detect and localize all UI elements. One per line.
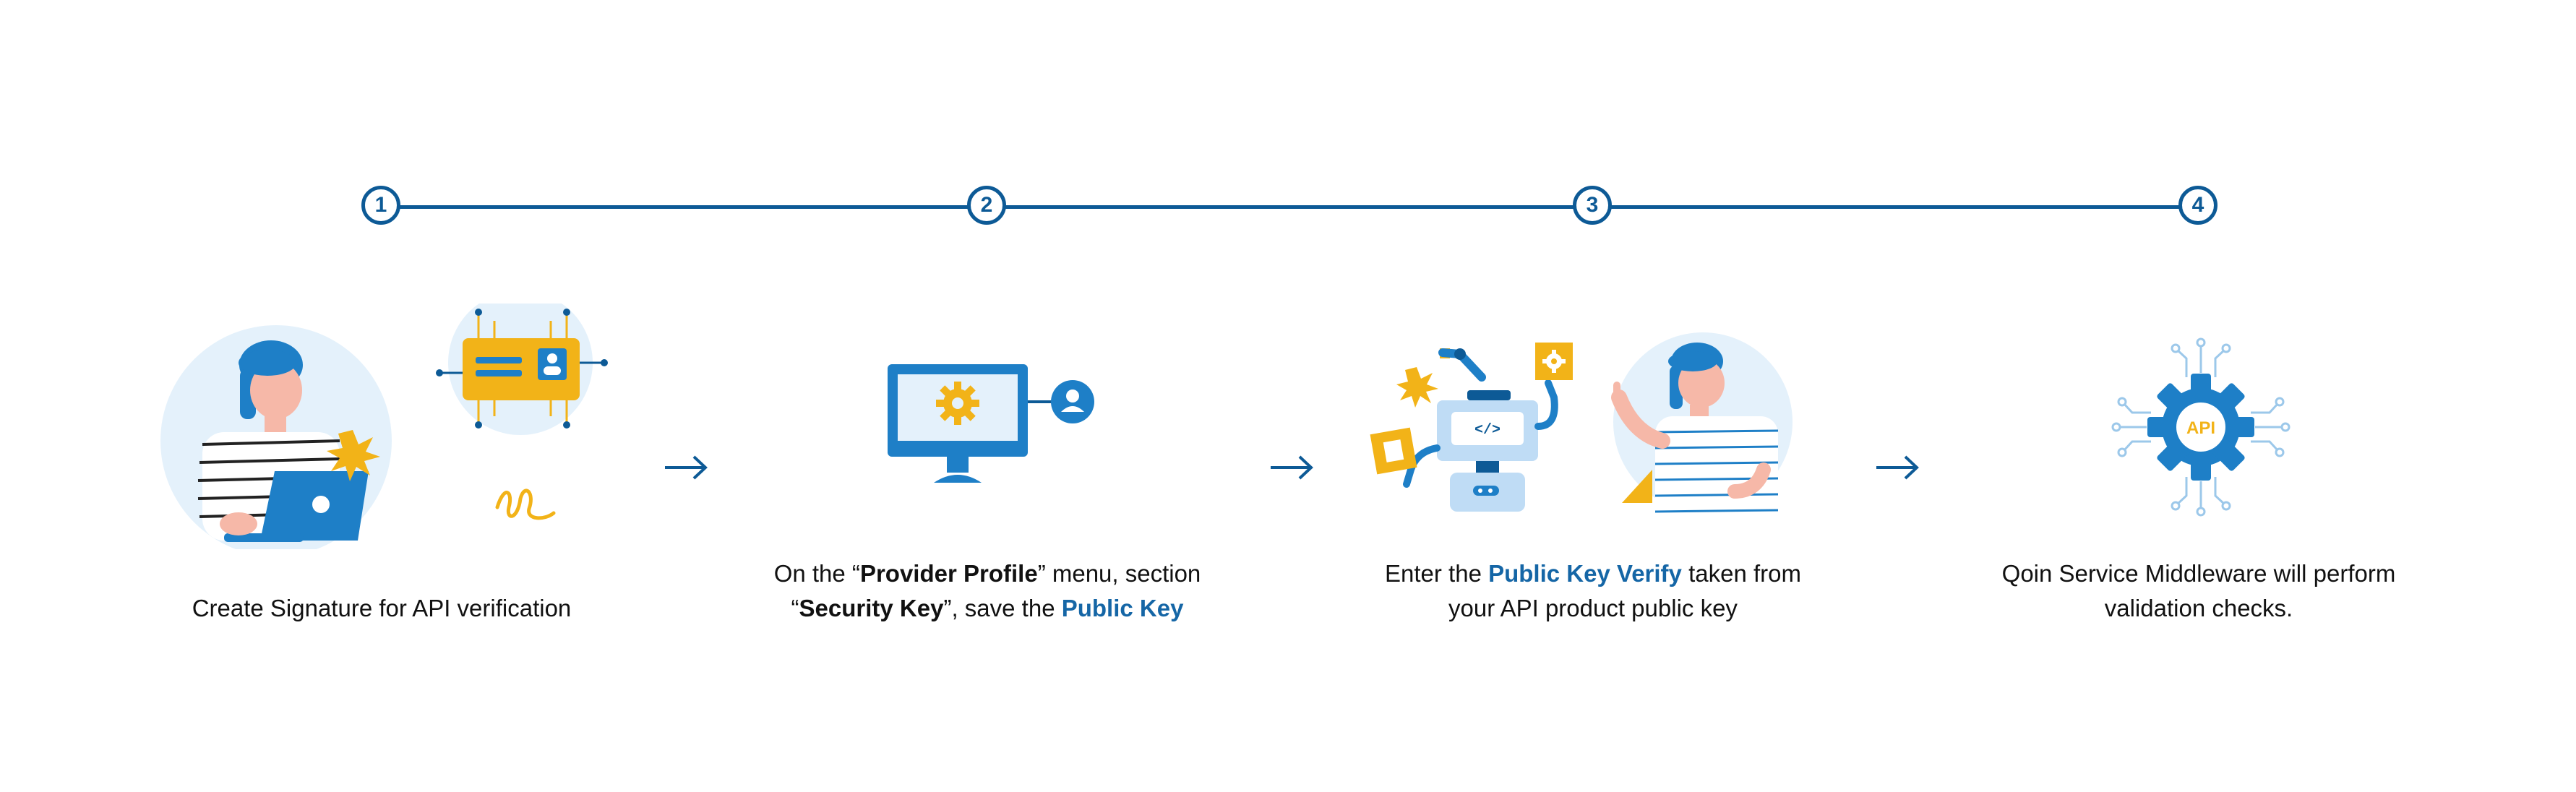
timeline-line [381, 205, 2201, 209]
monitor-settings-illustration [888, 364, 1094, 483]
step-2-caption: On the “Provider Profile” menu, section … [773, 560, 1201, 621]
step-1-caption: Create Signature for API verification [192, 595, 572, 621]
step-node-2: 2 [967, 186, 1006, 225]
code-icon: </> [1474, 422, 1500, 439]
arrow-right-icon [665, 455, 708, 480]
api-label: API [2186, 418, 2215, 438]
arrow-right-icon [1271, 455, 1313, 480]
step-3-caption: Enter the Public Key Verify taken from y… [1385, 560, 1801, 621]
step-node-3: 3 [1573, 186, 1612, 225]
step-4-caption: Qoin Service Middleware will perform val… [2001, 560, 2396, 621]
api-gear-icon: API [2111, 337, 2291, 517]
step-node-1: 1 [361, 186, 400, 225]
arrow-right-icon [1876, 455, 1919, 480]
robot-developer-illustration: </> [1370, 332, 1793, 522]
person-laptop-illustration [160, 304, 608, 549]
step-node-4: 4 [2178, 186, 2217, 225]
